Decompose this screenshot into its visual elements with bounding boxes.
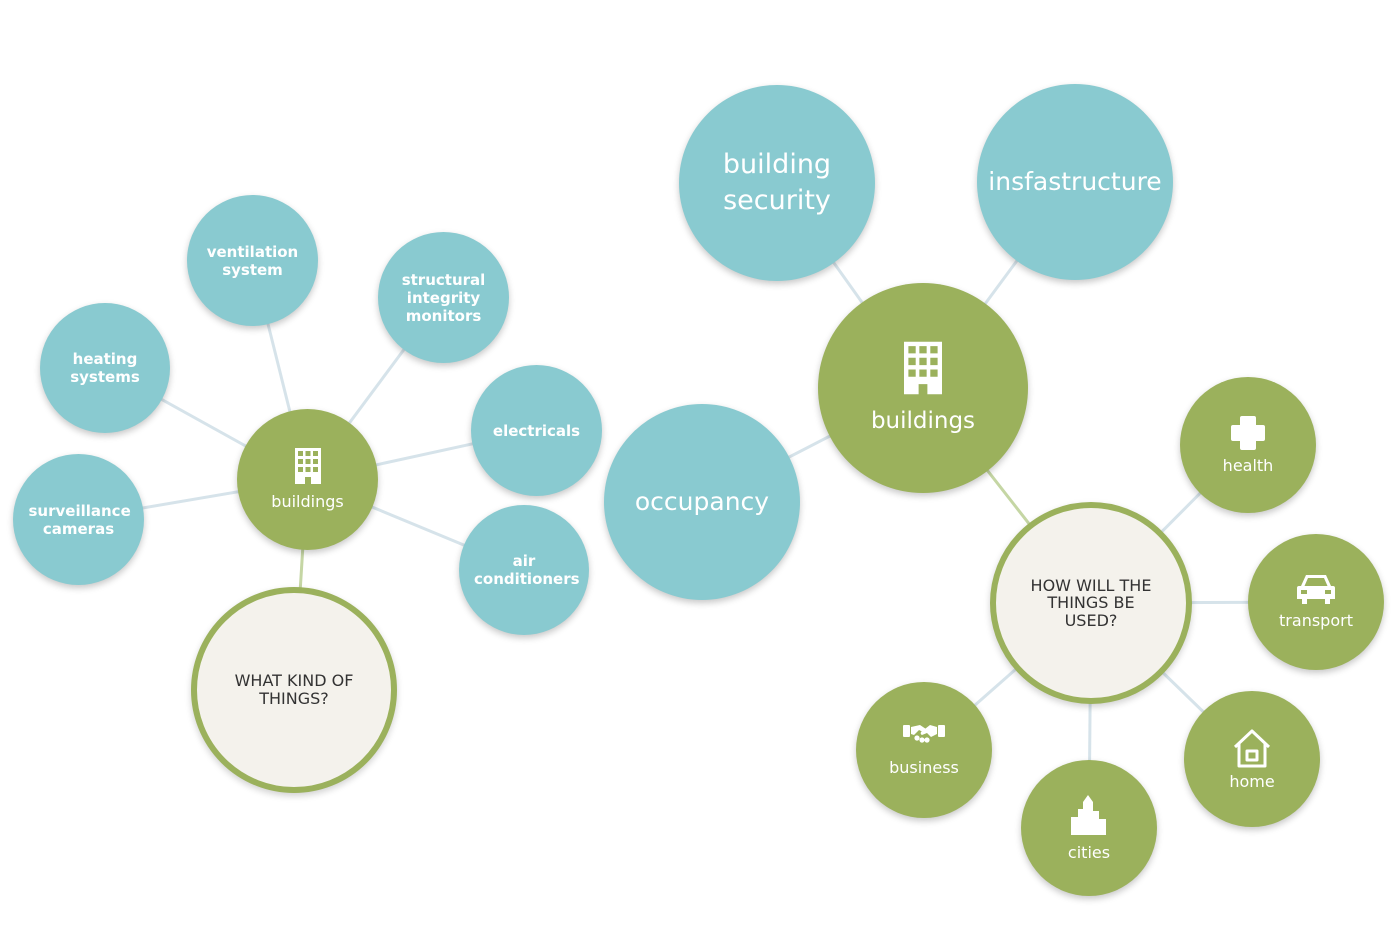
handshake-icon <box>903 725 945 744</box>
node-label: air conditioners <box>474 552 580 588</box>
node-label: buildings <box>870 408 976 435</box>
node-label: buildings <box>271 491 344 511</box>
buildings-hub-node-left[interactable]: buildings <box>237 409 378 550</box>
node-label: home <box>1229 772 1275 792</box>
cities-node[interactable]: cities <box>1021 760 1157 896</box>
medical-cross-icon <box>1231 416 1265 451</box>
node-label: business <box>889 758 959 778</box>
node-label: occupancy <box>634 487 770 516</box>
node-label: transport <box>1279 611 1353 631</box>
city-skyline-icon <box>1071 795 1106 836</box>
building-icon <box>904 341 942 395</box>
node-label: health <box>1222 456 1274 476</box>
home-node[interactable]: home <box>1184 691 1320 827</box>
car-icon <box>1297 575 1335 605</box>
building-icon <box>294 447 321 484</box>
heating-systems-node[interactable]: heating systems <box>40 303 170 433</box>
buildings-hub-node-right[interactable]: buildings <box>818 283 1028 493</box>
infrastructure-node[interactable]: insfastructure <box>977 84 1173 280</box>
node-label: surveillance cameras <box>28 501 131 538</box>
house-icon <box>1233 729 1271 768</box>
node-label: heating systems <box>70 350 140 386</box>
node-label: HOW WILL THE THINGS BE USED? <box>1030 575 1152 630</box>
how-will-the-things-be-used-node[interactable]: HOW WILL THE THINGS BE USED? <box>990 502 1192 704</box>
surveillance-cameras-node[interactable]: surveillance cameras <box>13 454 144 585</box>
node-label: insfastructure <box>988 167 1162 196</box>
air-conditioners-node[interactable]: air conditioners <box>459 505 589 635</box>
node-label: cities <box>1067 843 1111 863</box>
building-security-node[interactable]: building security <box>679 85 875 281</box>
node-label: structural integrity monitors <box>401 270 486 325</box>
transport-node[interactable]: transport <box>1248 534 1384 670</box>
node-label: electricals <box>492 421 581 440</box>
node-label: building security <box>722 148 832 216</box>
what-kind-of-things-node[interactable]: WHAT KIND OF THINGS? <box>191 587 397 793</box>
node-label: ventilation system <box>206 242 299 279</box>
node-label: WHAT KIND OF THINGS? <box>234 671 354 708</box>
health-node[interactable]: health <box>1180 377 1316 513</box>
business-node[interactable]: business <box>856 682 992 818</box>
structural-integrity-monitors-node[interactable]: structural integrity monitors <box>378 232 509 363</box>
occupancy-node[interactable]: occupancy <box>604 404 800 600</box>
electricals-node[interactable]: electricals <box>471 365 602 496</box>
ventilation-system-node[interactable]: ventilation system <box>187 195 318 326</box>
